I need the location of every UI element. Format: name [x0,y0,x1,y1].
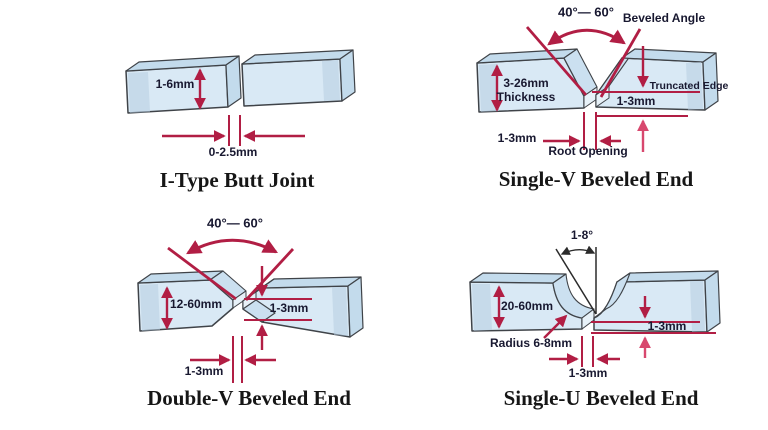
single-u-radius-arrow [543,314,568,339]
double-v-root-gap-label: 1-3mm [184,364,224,379]
double-v-angle-arc [186,238,278,255]
single-u-root-gap-label: 1-3mm [568,366,608,381]
single-u-diagram [469,245,721,367]
itype-diagram [125,49,356,146]
itype-left-plate-end [225,55,242,108]
single-u-thickness-label: 20-60mm [500,299,554,314]
single-v-angle-label: 40°— 60° [558,4,614,20]
single-u-title: Single-U Beveled End [503,386,699,410]
single-u-angle-line-slanted [555,248,597,315]
single-v-angle-line-right [599,28,642,98]
single-v-angle-arc [547,28,626,46]
single-u-left-plate-top [469,272,567,284]
double-v-right-plate-end [347,276,364,338]
single-u-left-plate-shading [472,284,492,331]
single-u-angle-arc [560,245,596,255]
single-u-right-groove-face [593,272,631,319]
double-v-right-lower-bevel-face [242,299,276,323]
double-v-angle-line-left [167,246,237,301]
itype-title: I-Type Butt Joint [159,168,315,192]
itype-thickness-label: 1-6mm [155,77,195,92]
double-v-diagram [137,238,364,383]
single-v-thickness-label: 3-26mm Thickness [496,76,556,104]
single-u-angle-label: 1-8° [570,228,594,243]
itype-right-plate-shading [322,60,340,101]
double-v-right-plate-top [260,276,362,289]
single-v-root-gap-label: 1-3mm [497,131,537,146]
single-v-angle-name-label: Beveled Angle [622,11,706,26]
single-u-edge-height-label: 1-3mm [647,319,687,334]
double-v-angle-line-right [244,248,295,301]
single-v-truncated-edge-label: Truncated Edge [649,79,729,92]
single-v-right-plate-shading [686,62,703,110]
double-v-right-plate-shading [332,287,348,336]
single-v-edge-height-label: 1-3mm [616,94,656,109]
itype-right-plate-end [339,49,356,102]
single-v-right-plate-end [702,52,719,111]
double-v-edge-height-label: 1-3mm [269,301,309,316]
single-u-right-plate-top [616,270,719,283]
single-v-title: Single-V Beveled End [498,167,694,191]
single-v-angle-line-left [525,26,588,96]
double-v-angle-label: 40°— 60° [207,215,263,231]
double-v-left-plate-shading [140,284,160,331]
single-v-root-name-label: Root Opening [548,144,628,159]
itype-left-plate-shading [128,72,150,113]
single-u-right-plate-shading [690,281,705,332]
itype-root-gap-label: 0-2.5mm [208,145,258,160]
single-u-right-plate-end [704,270,721,333]
single-v-diagram [476,26,719,152]
double-v-thickness-label: 12-60mm [169,297,223,312]
double-v-title: Double-V Beveled End [147,386,351,410]
single-u-radius-label: Radius 6-8mm [489,336,573,351]
